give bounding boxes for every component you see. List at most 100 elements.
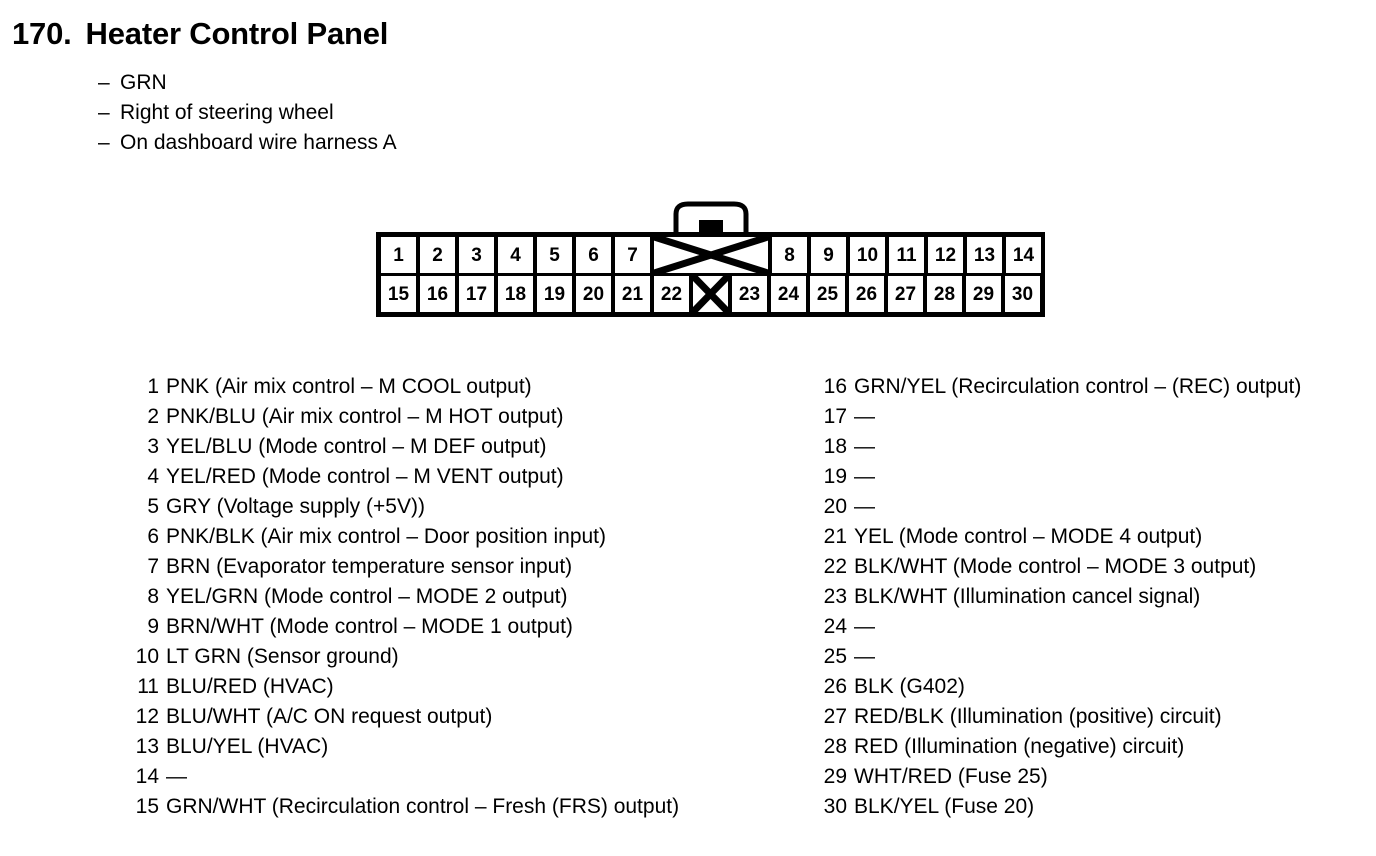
pin-description-text: — — [854, 645, 875, 668]
connector-pin-number: 7 — [627, 244, 638, 266]
pin-number-label: 5 — [147, 495, 159, 518]
connector-pin-number: 16 — [426, 283, 449, 305]
pin-description-text: BLK/WHT (Illumination cancel signal) — [854, 585, 1201, 608]
pin-number-label: 28 — [823, 735, 847, 758]
connector-pin-cell: 22 — [654, 276, 689, 312]
connector-pin-cell: 26 — [849, 276, 884, 312]
pin-description-row: 25 — — [818, 642, 1301, 672]
pin-description-text: RED (Illumination (negative) circuit) — [854, 735, 1185, 758]
connector-pin-cell: 6 — [576, 237, 611, 273]
pin-description-text: YEL/GRN (Mode control – MODE 2 output) — [166, 585, 568, 608]
pin-number-label: 25 — [823, 645, 847, 668]
pin-description-text: — — [854, 435, 875, 458]
bullet-dash-icon: – — [98, 71, 110, 94]
pin-number-label: 27 — [823, 705, 847, 728]
pin-number-label: 16 — [823, 375, 847, 398]
connector-attribute-text: On dashboard wire harness A — [120, 131, 397, 154]
pin-number-label: 7 — [147, 555, 159, 578]
pin-description-text: RED/BLK (Illumination (positive) circuit… — [854, 705, 1222, 728]
connector-pin-number: 5 — [549, 244, 560, 266]
pin-description-row: 28 RED (Illumination (negative) circuit) — [818, 732, 1301, 762]
pin-description-row: 19 — — [818, 462, 1301, 492]
page-title: 170.Heater Control Panel — [12, 16, 388, 52]
connector-pin-number: 12 — [934, 244, 957, 266]
pin-description-text: — — [854, 465, 875, 488]
pin-number-label: 9 — [147, 615, 159, 638]
connector-pin-number: 20 — [582, 283, 605, 305]
connector-pin-number: 14 — [1012, 244, 1035, 266]
pin-description-text: PNK/BLU (Air mix control – M HOT output) — [166, 405, 564, 428]
connector-pin-number: 18 — [504, 283, 527, 305]
pin-number-label: 13 — [135, 735, 159, 758]
pin-description-text: — — [854, 615, 875, 638]
pin-number-label: 6 — [147, 525, 159, 548]
connector-pin-cell: 28 — [927, 276, 962, 312]
pin-number-label: 20 — [823, 495, 847, 518]
page-title-number: 170. — [12, 16, 72, 51]
connector-pin-number: 22 — [660, 283, 683, 305]
connector-pin-cell: 5 — [537, 237, 572, 273]
connector-pin-number: 4 — [510, 244, 521, 266]
connector-pin-cell: 10 — [850, 237, 885, 273]
connector-pin-number: 15 — [387, 283, 410, 305]
pin-description-row: 20 — — [818, 492, 1301, 522]
connector-pin-cell: 8 — [772, 237, 807, 273]
connector-blank-cavity-x-icon — [654, 237, 768, 273]
connector-pin-number: 30 — [1011, 283, 1034, 305]
pin-description-text: BLK/YEL (Fuse 20) — [854, 795, 1035, 818]
connector-pin-cell: 25 — [810, 276, 845, 312]
connector-pin-cell: 2 — [420, 237, 455, 273]
connector-pin-cell: 27 — [888, 276, 923, 312]
pin-number-label: 4 — [147, 465, 159, 488]
pin-description-text: — — [854, 495, 875, 518]
connector-pin-cell: 29 — [966, 276, 1001, 312]
pin-description-text: GRY (Voltage supply (+5V)) — [166, 495, 425, 518]
connector-pin-number: 1 — [393, 244, 404, 266]
connector-pin-cell: 21 — [615, 276, 650, 312]
pin-description-text: LT GRN (Sensor ground) — [166, 645, 399, 668]
connector-pin-number: 17 — [465, 283, 488, 305]
connector-latch-tab-icon — [666, 200, 756, 236]
connector-pin-number: 29 — [972, 283, 995, 305]
connector-pin-number: 13 — [973, 244, 996, 266]
connector-pin-number: 24 — [777, 283, 800, 305]
pin-description-text: BRN/WHT (Mode control – MODE 1 output) — [166, 615, 573, 638]
connector-pin-cell: 18 — [498, 276, 533, 312]
pin-description-row: 17— — [818, 402, 1301, 432]
pin-number-label: 18 — [823, 435, 847, 458]
connector-pin-number: 26 — [855, 283, 878, 305]
pin-description-text: BLK (G402) — [854, 675, 965, 698]
connector-pin-cell: 16 — [420, 276, 455, 312]
connector-pin-number: 28 — [933, 283, 956, 305]
pin-description-text: YEL/BLU (Mode control – M DEF output) — [166, 435, 547, 458]
pin-description-text: PNK/BLK (Air mix control – Door position… — [166, 525, 607, 548]
pin-number-label: 2 — [147, 405, 159, 428]
connector-pin-number: 25 — [816, 283, 839, 305]
connector-pin-cell: 1 — [381, 237, 416, 273]
bullet-dash-icon: – — [98, 131, 110, 154]
pin-number-label: 15 — [135, 795, 159, 818]
connector-pin-cell: 9 — [811, 237, 846, 273]
pin-number-label: 12 — [135, 705, 159, 728]
connector-pin-cell: 19 — [537, 276, 572, 312]
connector-pin-number: 9 — [823, 244, 834, 266]
pin-number-label: 1 — [147, 375, 159, 398]
connector-pin-cell: 30 — [1005, 276, 1040, 312]
pin-number-label: 21 — [823, 525, 847, 548]
pin-number-label: 17 — [823, 405, 847, 428]
pin-number-label: 30 — [823, 795, 847, 818]
connector-attribute-row: –Right of steering wheel — [98, 98, 397, 128]
pin-number-label: 19 — [823, 465, 847, 488]
connector-pin-number: 2 — [432, 244, 443, 266]
connector-pin-number: 6 — [588, 244, 599, 266]
pin-description-row: 30 BLK/YEL (Fuse 20) — [818, 792, 1301, 822]
pin-description-text: YEL (Mode control – MODE 4 output) — [854, 525, 1203, 548]
